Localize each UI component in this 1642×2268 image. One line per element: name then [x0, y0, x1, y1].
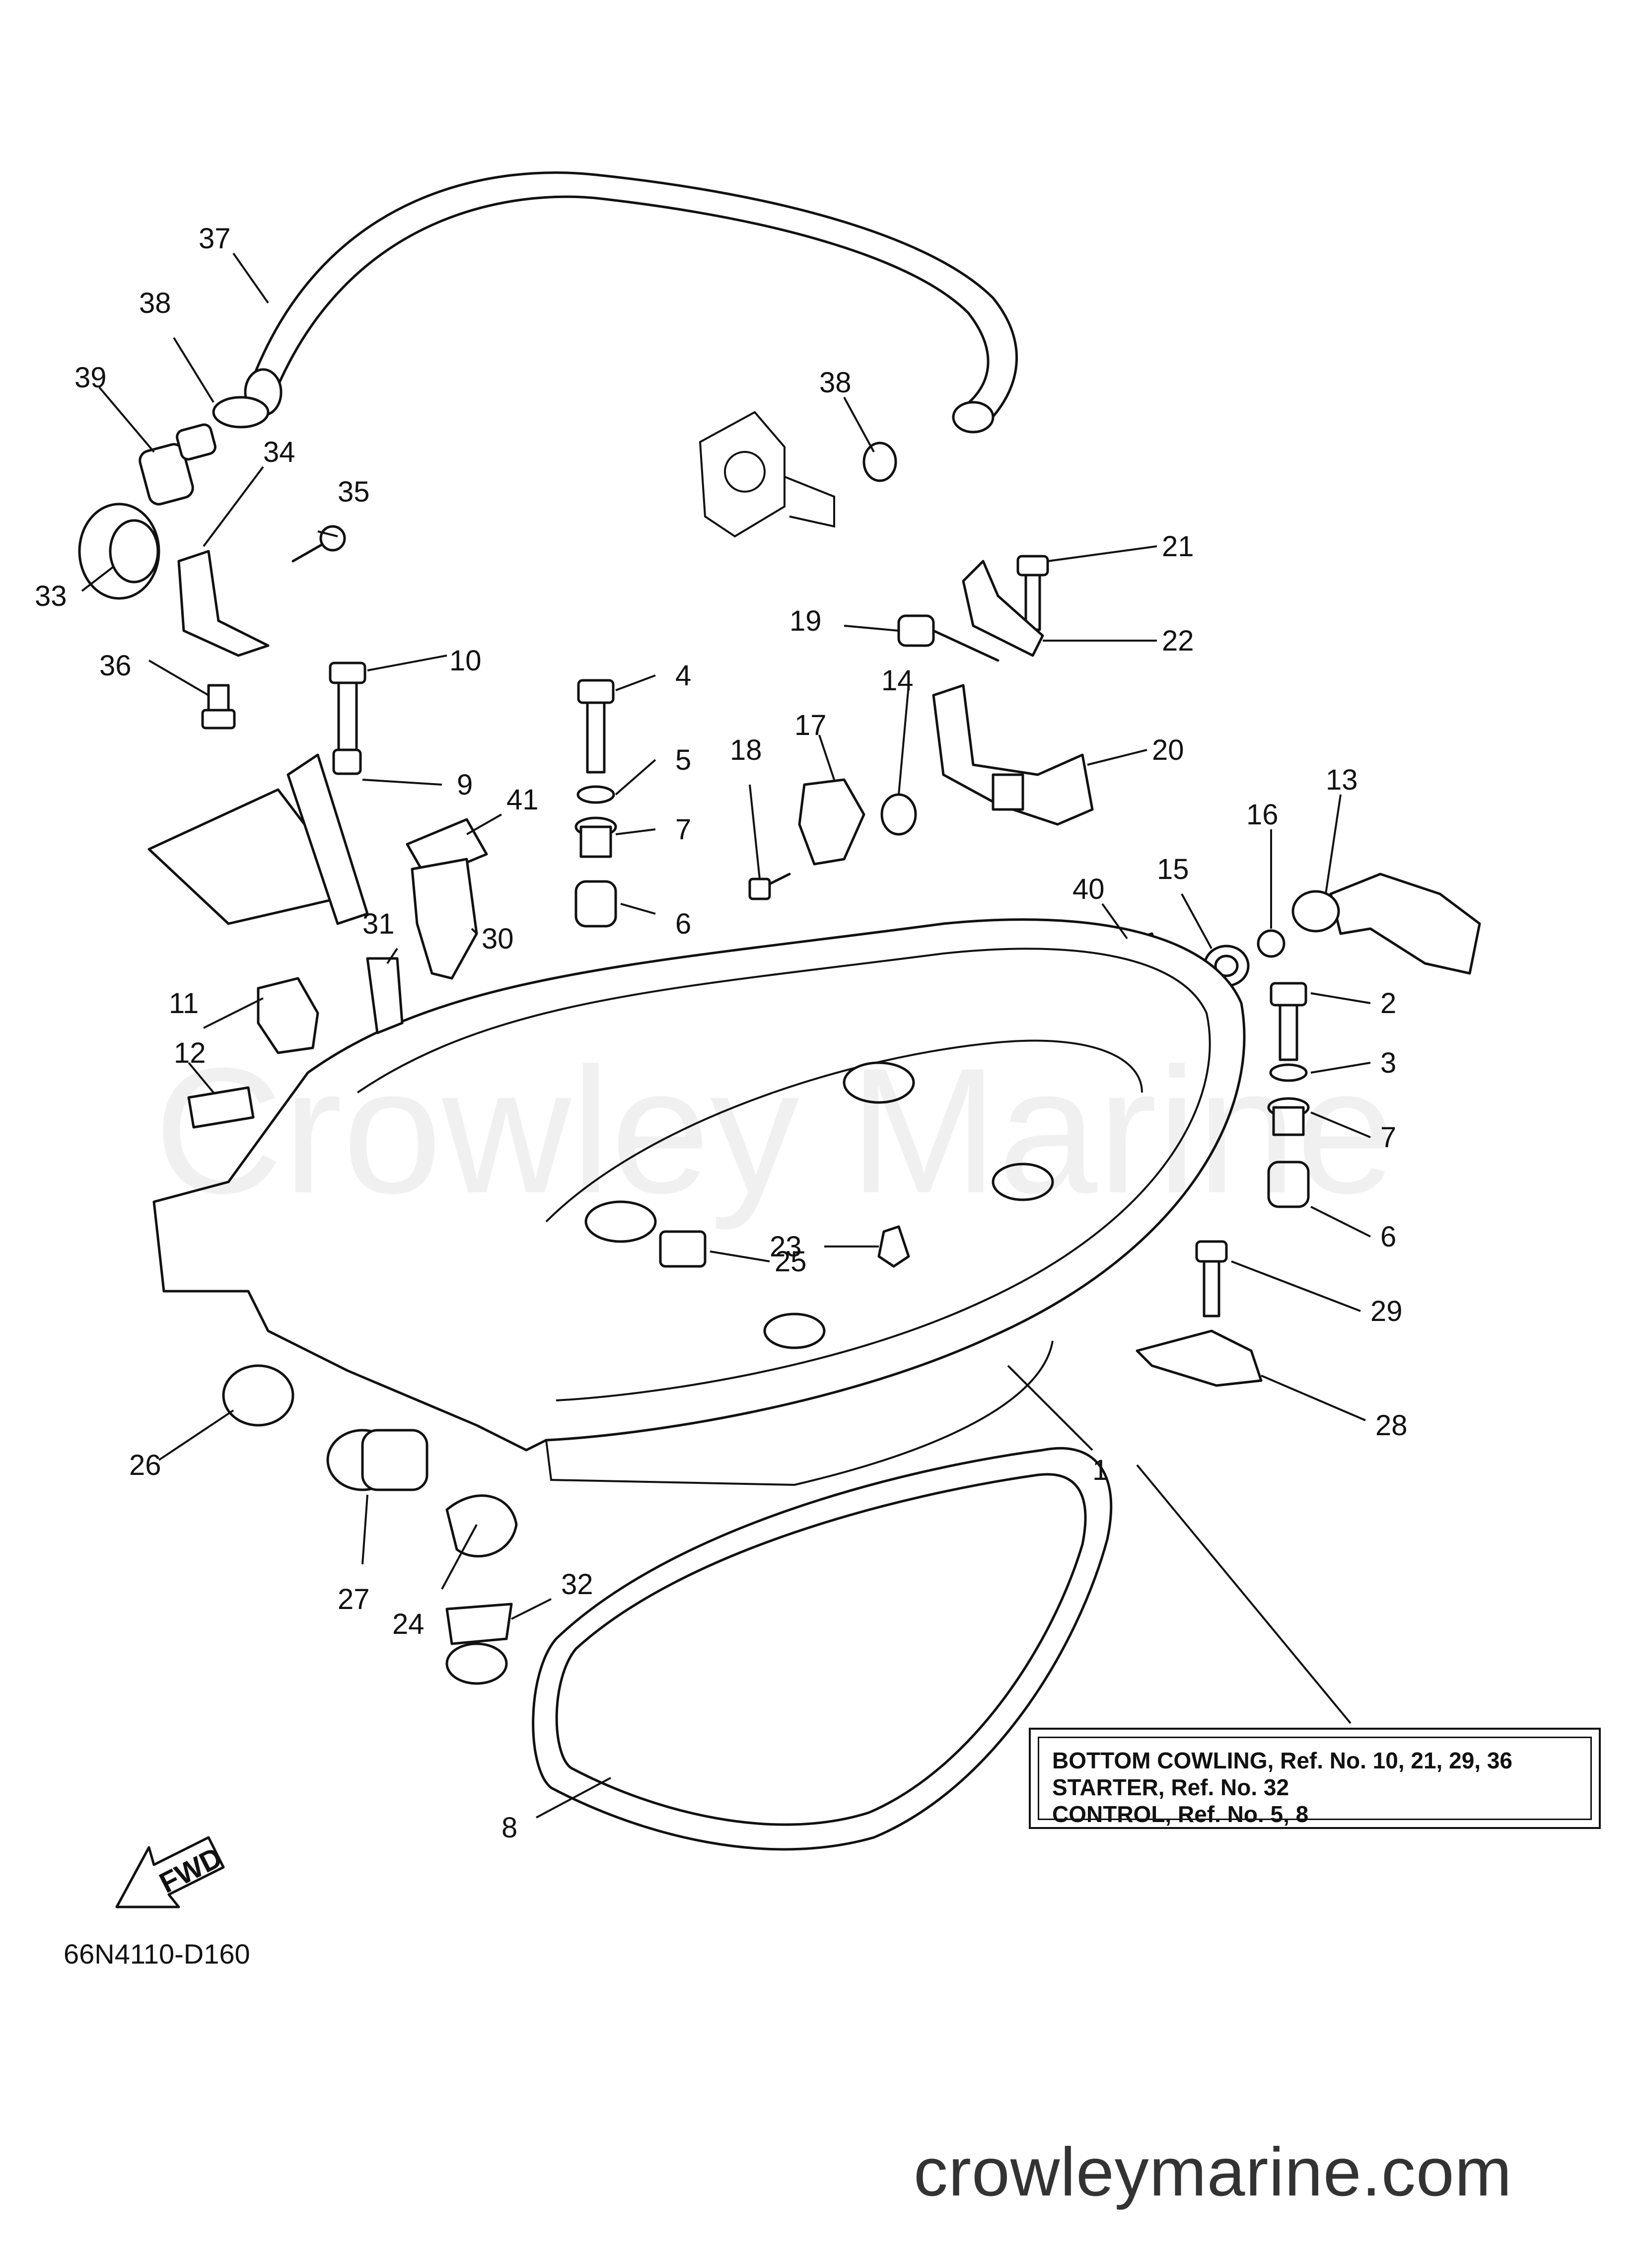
lever-part-13[interactable] — [1291, 873, 1481, 975]
callout-10: 10 — [449, 645, 482, 677]
callout-30: 30 — [482, 923, 514, 955]
collar-part-7[interactable] — [574, 816, 617, 858]
grommet-part-33[interactable] — [78, 503, 160, 600]
pad-part-11[interactable] — [257, 977, 319, 1054]
grommet-part-32[interactable] — [445, 1603, 513, 1685]
callout-20: 20 — [1152, 734, 1184, 766]
callout-5: 5 — [675, 744, 691, 776]
callout-28: 28 — [1375, 1409, 1408, 1442]
callout-3: 3 — [1380, 1047, 1396, 1079]
grommet-part-27[interactable] — [326, 1429, 428, 1491]
callout-9: 9 — [457, 769, 473, 801]
callout-15: 15 — [1157, 853, 1189, 885]
callout-31: 31 — [362, 908, 395, 940]
holder-part-30[interactable] — [411, 858, 478, 980]
callout-32: 32 — [561, 1568, 593, 1601]
grommet-part-25[interactable] — [659, 1230, 707, 1268]
carburetor-outline — [699, 411, 835, 538]
gasket-part-8[interactable] — [532, 1447, 1113, 1851]
clip-part-31[interactable] — [366, 957, 404, 1034]
bolt-part-2[interactable] — [1270, 982, 1307, 1061]
callout-6-right: 6 — [1380, 1221, 1396, 1253]
callout-13: 13 — [1326, 764, 1358, 796]
plate-part-28[interactable] — [1136, 1329, 1263, 1387]
leader-lines — [81, 252, 1371, 1819]
callout-6: 6 — [675, 908, 691, 940]
plug-part-23[interactable] — [877, 1225, 910, 1268]
collar-part-7-right[interactable] — [1267, 1097, 1310, 1136]
callout-34: 34 — [263, 436, 295, 468]
callout-14: 14 — [881, 664, 914, 697]
bolt-part-18[interactable] — [748, 873, 791, 900]
pad-part-12[interactable] — [187, 1086, 255, 1129]
ref-note-line-1: BOTTOM COWLING, Ref. No. 10, 21, 29, 36 — [1052, 1748, 1513, 1773]
grommet-part-6[interactable] — [574, 880, 617, 928]
callout-22: 22 — [1162, 625, 1194, 657]
lever-part-17[interactable] — [798, 778, 865, 866]
callout-labels: 37 38 39 34 35 33 36 10 9 41 4 5 7 6 18 … — [35, 222, 1408, 1844]
bolt-part-29[interactable] — [1195, 1240, 1228, 1317]
bracket-part-34[interactable] — [177, 550, 270, 657]
callout-12: 12 — [174, 1037, 206, 1069]
callout-25: 25 — [775, 1245, 807, 1278]
callout-35: 35 — [338, 476, 370, 508]
hose-part-37[interactable] — [244, 171, 1018, 434]
reference-note-box: BOTTOM COWLING, Ref. No. 10, 21, 29, 36 … — [1029, 1728, 1601, 1829]
fwd-direction-arrow: FWD — [115, 1836, 227, 1908]
callout-19: 19 — [789, 605, 822, 637]
callout-7: 7 — [675, 813, 691, 846]
callout-23: 23 — [770, 1231, 802, 1263]
ref-note-line-3: CONTROL, Ref. No. 5, 8 — [1052, 1801, 1309, 1827]
callout-18: 18 — [730, 734, 762, 766]
callout-29: 29 — [1370, 1295, 1403, 1327]
callout-39: 39 — [74, 362, 107, 394]
collar-part-14[interactable] — [880, 793, 917, 836]
callout-40: 40 — [1072, 873, 1105, 905]
callout-4: 4 — [675, 659, 691, 692]
callout-26: 26 — [129, 1449, 161, 1481]
callout-38-right: 38 — [819, 366, 852, 399]
callout-8: 8 — [501, 1812, 517, 1844]
holder-part-20[interactable] — [932, 684, 1094, 826]
grommet-part-6-right[interactable] — [1267, 1161, 1310, 1208]
clamp-part-38-right[interactable] — [862, 441, 897, 482]
callout-38: 38 — [139, 287, 171, 319]
callout-17: 17 — [794, 709, 827, 741]
washer-part-3[interactable] — [1269, 1063, 1308, 1082]
callout-41: 41 — [506, 784, 539, 816]
callout-33: 33 — [35, 580, 67, 612]
bolt-part-10[interactable] — [329, 661, 366, 754]
diagram-code: 66N4110-D160 — [64, 1938, 250, 1970]
callout-11: 11 — [169, 987, 199, 1020]
bolt-part-4[interactable] — [577, 679, 615, 774]
callout-21: 21 — [1162, 530, 1194, 563]
callout-2: 2 — [1380, 987, 1396, 1020]
grommet-part-24[interactable] — [445, 1494, 518, 1558]
ref-note-line-2: STARTER, Ref. No. 32 — [1052, 1774, 1289, 1800]
callout-24: 24 — [392, 1608, 425, 1640]
screw-part-35[interactable] — [291, 525, 346, 563]
plug-part-26[interactable] — [222, 1364, 294, 1427]
washer-part-5[interactable] — [576, 785, 615, 804]
callout-27: 27 — [338, 1583, 370, 1615]
clamp-part-38-left[interactable] — [212, 396, 270, 429]
website-url[interactable]: crowleymarine.com — [914, 2134, 1512, 2210]
callout-36: 36 — [99, 650, 132, 682]
washer-part-16[interactable] — [1257, 929, 1285, 958]
callout-37: 37 — [199, 222, 231, 255]
bracket-part-9[interactable] — [147, 748, 369, 925]
callout-16: 16 — [1246, 799, 1279, 831]
fitting-part-39[interactable] — [138, 423, 216, 507]
callout-1: 1 — [1092, 1454, 1108, 1486]
watermark-text: Crowley Marine — [154, 1031, 1396, 1231]
bottom-cowling-part-1[interactable] — [152, 918, 1246, 1486]
callout-7-right: 7 — [1380, 1121, 1396, 1154]
bolt-part-36[interactable] — [201, 684, 236, 730]
plate-part-22[interactable] — [962, 560, 1044, 657]
